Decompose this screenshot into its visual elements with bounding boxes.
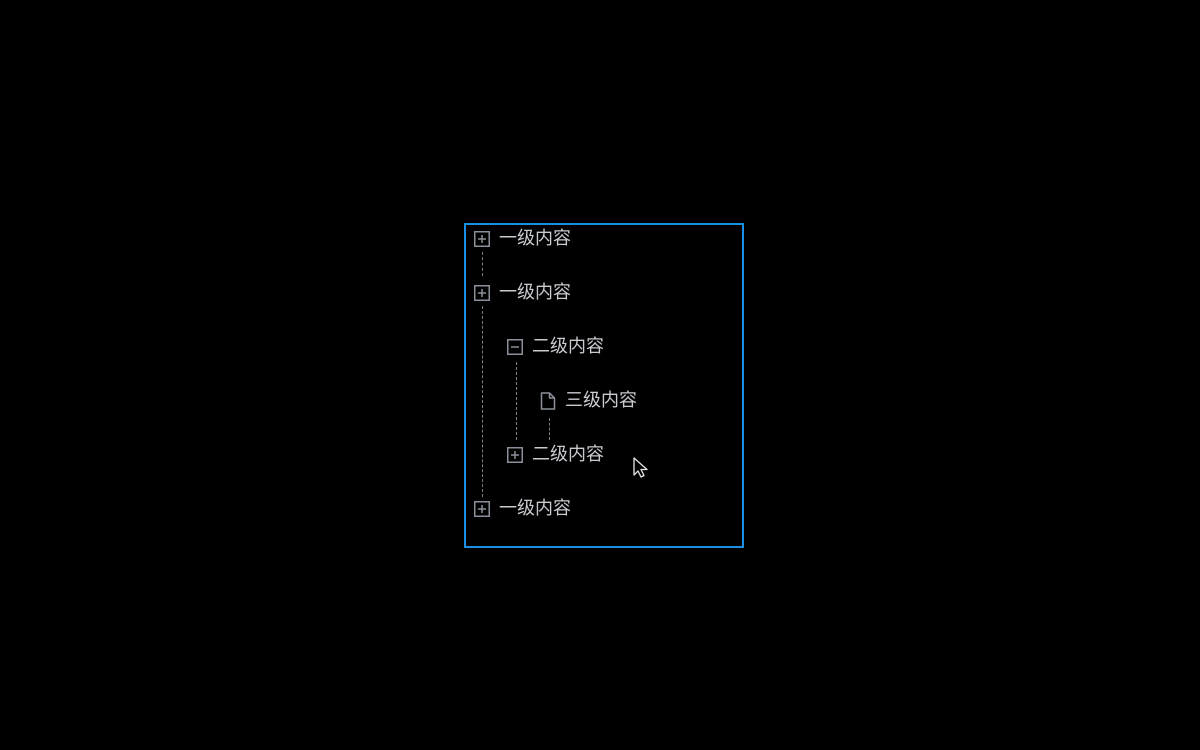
tree-node-label: 一级内容 — [499, 282, 571, 303]
tree-node-level2[interactable]: 二级内容 — [507, 335, 604, 359]
mouse-pointer-icon — [633, 457, 648, 478]
tree-view — [464, 223, 744, 548]
tree-node-level1[interactable]: 一级内容 — [474, 281, 571, 305]
plus-square-icon[interactable] — [507, 447, 523, 463]
tree-node-label: 一级内容 — [499, 498, 571, 519]
tree-connector-line — [482, 252, 483, 276]
tree-connector-line — [549, 418, 550, 440]
tree-node-level2[interactable]: 二级内容 — [507, 443, 604, 467]
plus-square-icon[interactable] — [474, 285, 490, 301]
tree-node-label: 三级内容 — [565, 390, 637, 411]
tree-node-level1[interactable]: 一级内容 — [474, 227, 571, 251]
file-icon — [540, 392, 556, 410]
minus-square-icon[interactable] — [507, 339, 523, 355]
tree-node-level1[interactable]: 一级内容 — [474, 497, 571, 521]
plus-square-icon[interactable] — [474, 501, 490, 517]
plus-square-icon[interactable] — [474, 231, 490, 247]
tree-node-level3[interactable]: 三级内容 — [540, 389, 637, 413]
tree-node-label: 二级内容 — [532, 336, 604, 357]
tree-connector-line — [482, 306, 483, 497]
tree-connector-line — [516, 362, 517, 440]
tree-node-label: 二级内容 — [532, 444, 604, 465]
tree-node-label: 一级内容 — [499, 228, 571, 249]
